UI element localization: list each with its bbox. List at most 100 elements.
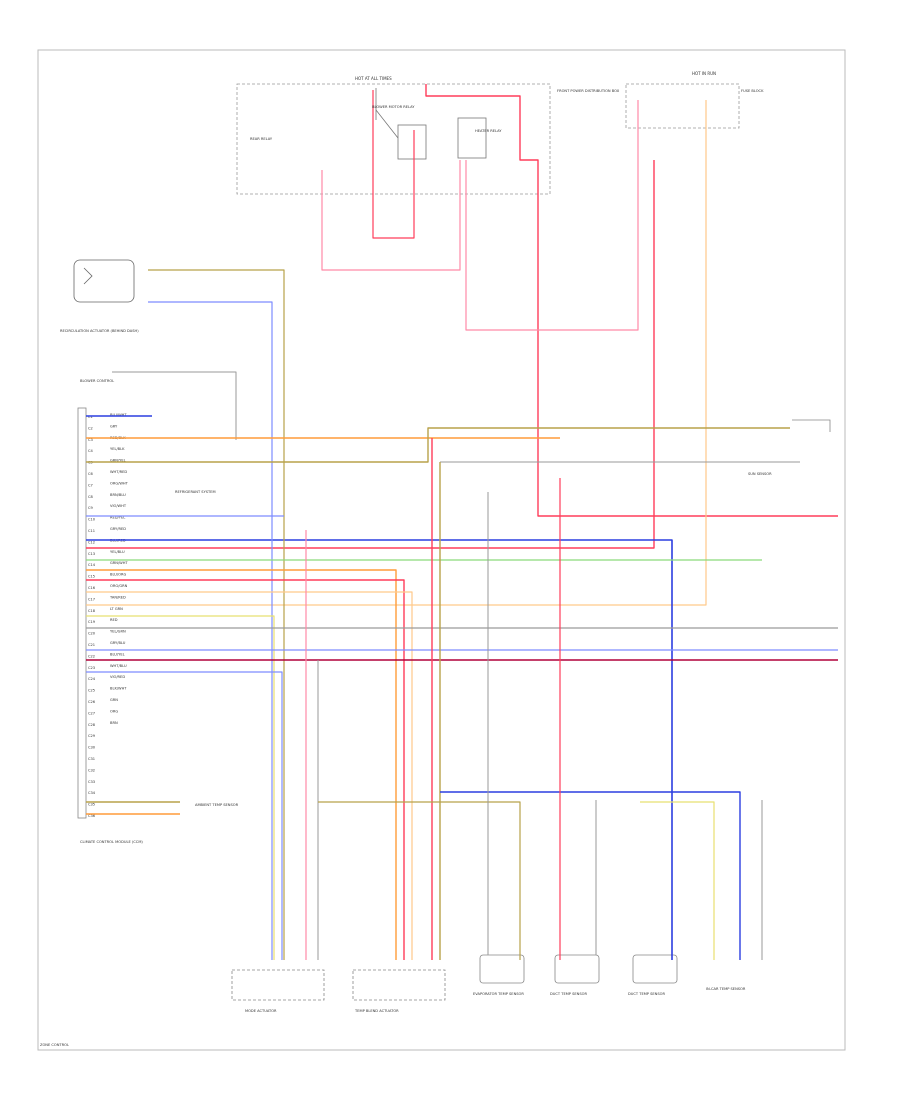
wire-color-label: GRN/WHT [110,561,128,565]
pin-label: C18 [88,609,96,613]
wire-olive-recirc [148,269,285,960]
refrigerant-label: REFRIGERANT SYSTEM [175,490,216,494]
wire-gray-blower [112,371,237,440]
relay-rear-label: REAR RELAY [250,137,273,141]
pin-label: C35 [88,803,95,807]
wire-pink-loop [465,100,639,331]
pin-label: C19 [88,620,96,624]
wire-color-label: VIO/WHT [110,504,127,508]
wire-color-label: BLK/WHT [110,687,127,691]
wire-yellow-ccm [86,615,275,960]
wire-color-label: RED [110,618,118,622]
wire-color-label: LT GRN [110,607,123,611]
pin-label: C33 [88,780,95,784]
fuse-box-outline [625,83,740,129]
pin-label: C36 [88,814,96,818]
pin-label: C23 [88,666,95,670]
wire-yellow-bottom [640,801,715,960]
relay-heater-label: HEATER RELAY [475,129,502,133]
wire-color-label: WHT/RED [110,470,127,474]
pin-label: C12 [88,540,95,544]
wire-color-label: GRY/BLU [110,641,126,645]
mode-actuator-outline [231,969,325,1001]
fuse-right-label: HOT IN RUN [692,71,716,76]
wire-color-label: YEL/GRN [110,630,126,634]
wire-color-label: YEL/BLU [110,550,125,554]
recirc-actuator-label: RECIRCULATION ACTUATOR (BEHIND DASH) [60,329,139,333]
fuse-box-right-label: FUSE BLOCK [741,89,764,93]
pin-label: C20 [88,632,96,636]
wire-blue-ccm-2 [86,671,283,960]
wire-pink-feed [321,160,461,271]
wire-color-label: ORG/GRN [110,584,128,588]
pin-label: C27 [88,711,95,715]
temp-actuator-outline [352,969,446,1001]
pin-label: C11 [88,529,95,533]
blower-control-label: BLOWER CONTROL [80,379,114,383]
pin-label: C21 [88,643,95,647]
wire-color-label: ORG [110,709,118,713]
pin-label: C7 [88,483,93,487]
pin-label: C9 [88,506,94,510]
pin-label: C28 [88,723,96,727]
wire-label-group: BLU/WHTGRYRED/BLKYEL/BLKGRN/YELWHT/REDOR… [109,413,129,725]
ambient-label: AMBIENT TEMP SENSOR [195,803,239,807]
incar-sensor-label: IN-CAR TEMP SENSOR [706,987,746,991]
wire-color-label: GRN/YEL [110,459,126,463]
pin-label: C6 [88,472,94,476]
wire-color-label: BLU/ORG [110,573,126,577]
duct-sensor-1-label: DUCT TEMP SENSOR [550,992,587,996]
pin-label: C17 [88,597,95,601]
pin-label: C32 [88,768,95,772]
wire-color-label: GRY [110,424,118,428]
relay-box-outline [236,83,551,195]
evap-sensor-outline [479,954,525,984]
wire-lightblue-recirc [148,301,273,960]
wire-orange-2 [86,569,397,960]
pin-label: C10 [88,518,96,522]
wire-olive-bottom [318,801,521,960]
wire-color-label: ORG/WHT [110,481,129,485]
wire-blue-bottom [440,791,741,960]
wire-red-main [425,84,838,517]
wire-color-label: GRN [110,698,118,702]
pin-label: C13 [88,552,95,556]
pin-label: C16 [88,586,96,590]
diagram-frame [37,49,846,1051]
wire-color-label: RED/YEL [110,516,125,520]
pin-label: C8 [88,495,94,499]
pin-label: C34 [88,791,96,795]
duct-sensor-2-label: DUCT TEMP SENSOR [628,992,665,996]
pin-label: C14 [88,563,96,567]
pin-label: C31 [88,757,95,761]
wire-red-relay [372,90,415,239]
wire-color-label: TAN/RED [109,595,126,599]
pin-label: C25 [88,689,95,693]
blower-relay [397,124,427,160]
wire-color-label: BLU/WHT [110,413,127,417]
pin-label: C30 [88,746,96,750]
pin-label-group: C1C2C3C4C5C6C7C8C9C10C11C12C13C14C15C16C… [88,415,96,818]
wire-color-label: YEL/BLK [110,447,125,451]
wire-group [86,84,838,960]
evap-sensor-label: EVAPORATOR TEMP SENSOR [473,992,524,996]
duct-sensor-2-outline [632,954,678,984]
pin-label: C22 [88,654,95,658]
mode-actuator-label: MODE ACTUATOR [245,1009,277,1013]
temp-actuator-label: TEMP BLEND ACTUATOR [354,1009,399,1013]
sun-sensor-bracket [792,419,831,432]
wire-tan-1 [86,591,413,960]
wire-blue-main [86,539,673,960]
wire-color-label: VIO/RED [110,675,125,679]
wire-peach-run [86,100,707,606]
pin-label: C4 [88,449,94,453]
wire-color-label: GRY/RED [110,527,126,531]
footer-label: ZONE CONTROL [40,1043,69,1047]
relay-blower-label: BLOWER MOTOR RELAY [372,105,415,109]
wire-red-2 [86,579,405,960]
wire-color-label: WHT/BLU [110,664,127,668]
wire-dark-red [86,160,655,549]
pin-label: C29 [88,734,96,738]
duct-sensor-1-outline [554,954,600,984]
